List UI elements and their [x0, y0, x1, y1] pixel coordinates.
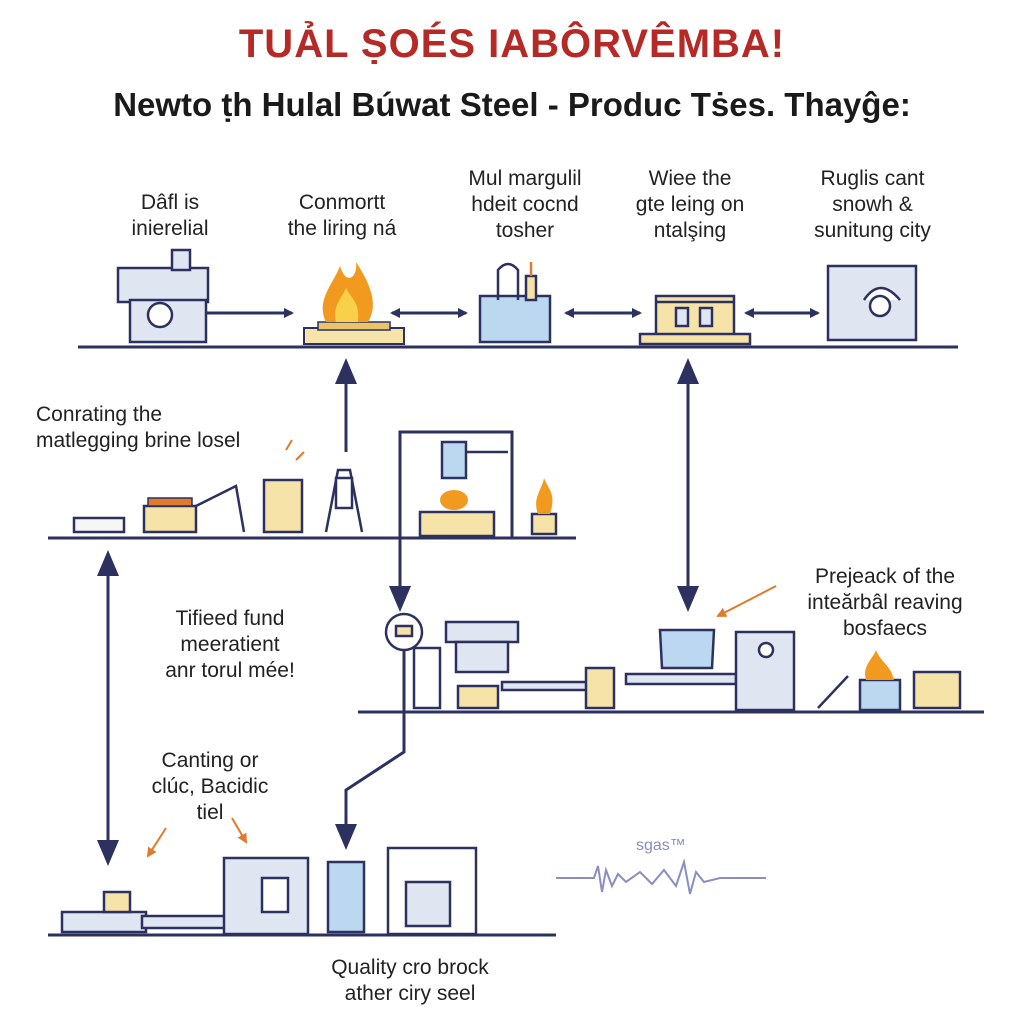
step-4-label: Wiee the gte leing on ntalşing	[635, 167, 745, 242]
mid-right-equipment	[384, 612, 962, 712]
pipe-to-bottom	[335, 650, 406, 850]
vertical-arrows	[97, 358, 699, 866]
orange-arrow-left-2	[231, 817, 248, 844]
step-1-label: Dâfl is inierelial	[131, 191, 209, 240]
mid-left-label: Conrating the matlegging brine losel	[36, 403, 241, 452]
machine-1-icon	[116, 248, 210, 344]
mid-right-label: Prejeack of the inteărbâl reaving bosfae…	[807, 565, 963, 640]
spark-2	[295, 451, 305, 461]
orange-arrows	[146, 439, 777, 858]
watermark-waveform	[556, 858, 766, 895]
furnace-flame-icon	[303, 262, 405, 345]
press-icon	[418, 440, 508, 538]
watermark-text: sgas™	[636, 837, 686, 854]
bottom-label: Quality cro brock ather ciry seel	[331, 956, 489, 1005]
main-title: TUẢL ṢOÉS IABÔRVÊMBA!	[238, 22, 786, 66]
machine-4-icon	[638, 294, 752, 346]
machine-3-icon	[478, 262, 552, 344]
spark-1	[285, 439, 293, 451]
machine-5-icon	[826, 264, 918, 342]
pipe-to-mid-right	[398, 430, 514, 538]
bottom-equipment	[60, 846, 478, 936]
orange-arrow-left-1	[146, 827, 167, 858]
step-5-label: Ruglis cant snowh & sunitung city	[814, 167, 931, 242]
step-3-label: Mul margulil hdeit cocnd tosher	[468, 167, 582, 242]
mid-left-equipment	[72, 468, 558, 536]
orange-arrow-right	[716, 585, 777, 617]
mid-center-label: Tifieed fund meeratient anr torul mée!	[165, 607, 295, 682]
step-2-label: Conmortt the liring ná	[287, 191, 397, 240]
subtitle: Newto ṭh Hulal Búwat Steel - Produc Tṡes…	[113, 86, 911, 123]
low-left-label: Canting or clúc, Bacidic tiel	[151, 749, 269, 824]
